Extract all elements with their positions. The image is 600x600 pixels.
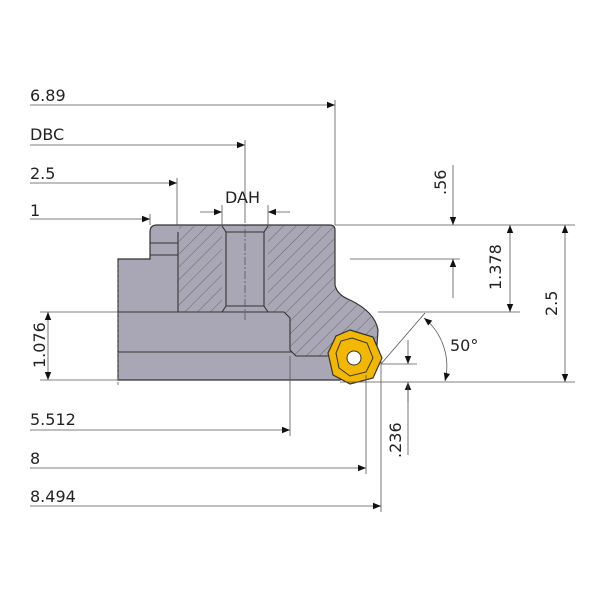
dim-8: 8 <box>30 449 40 468</box>
dim-1-076: 1.076 <box>30 322 49 368</box>
insert <box>327 329 383 385</box>
dimension-lines <box>30 100 575 512</box>
dim-2-5-top: 2.5 <box>30 164 55 183</box>
dim-1-378: 1.378 <box>486 244 505 290</box>
dim-2-5-right: 2.5 <box>542 291 561 316</box>
dim-0236: .236 <box>386 422 405 458</box>
dim-1: 1 <box>30 201 40 220</box>
dim-dah: DAH <box>225 188 260 207</box>
dim-dbc: DBC <box>30 125 64 144</box>
cutter-body <box>117 215 379 385</box>
dim-056: .56 <box>431 170 450 195</box>
dim-8-494: 8.494 <box>30 487 76 506</box>
dim-6-89: 6.89 <box>30 86 66 105</box>
angle-label: 50° <box>450 336 478 355</box>
dim-5-512: 5.512 <box>30 410 76 429</box>
